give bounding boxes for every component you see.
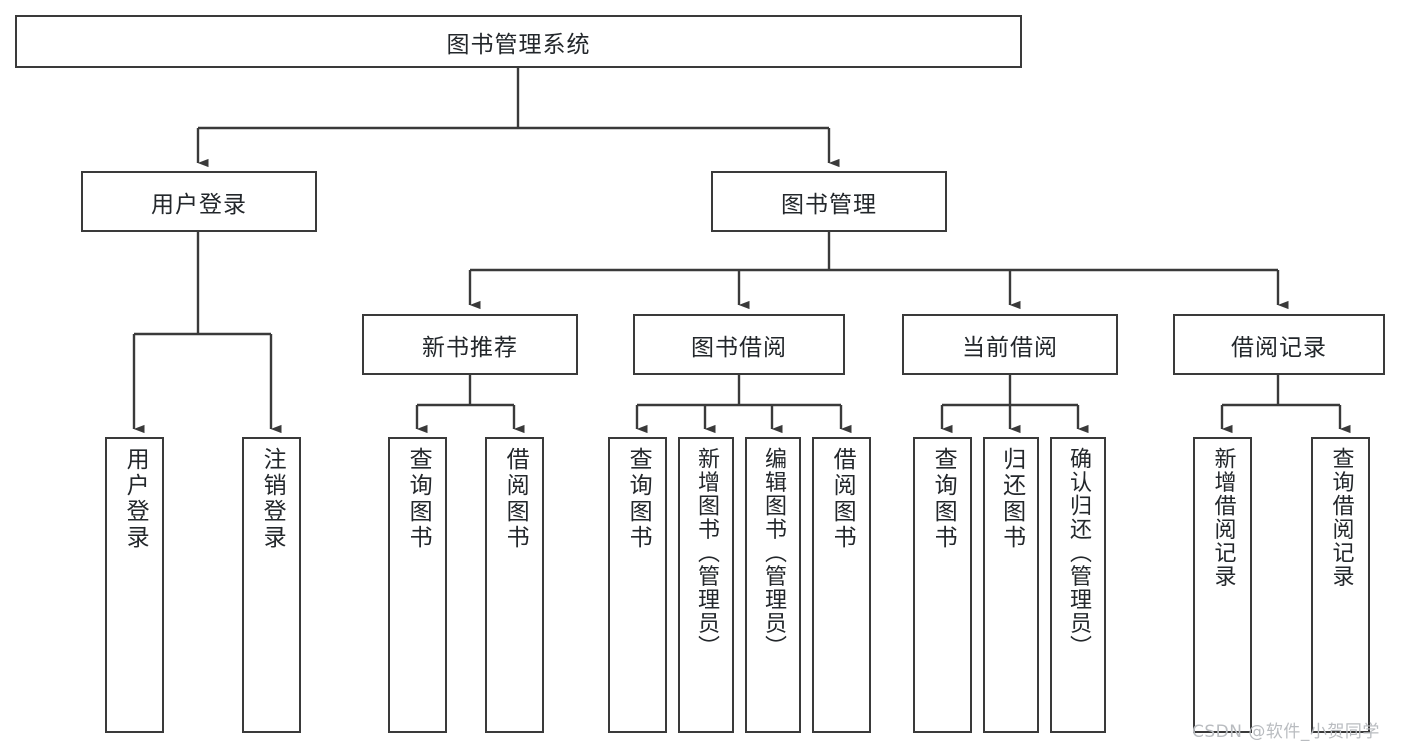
node-label: 借阅记录 <box>1231 334 1327 361</box>
node-new-book-recommend[interactable]: 新书推荐 <box>362 314 578 375</box>
leaf-current-borrow-query-book[interactable]: 查询图书 <box>913 437 972 733</box>
node-book-borrow[interactable]: 图书借阅 <box>633 314 845 375</box>
leaf-label: 借阅图书 <box>829 447 856 551</box>
leaf-user-login-login[interactable]: 用户登录 <box>105 437 164 733</box>
leaf-book-borrow-query-book[interactable]: 查询图书 <box>608 437 667 733</box>
node-borrow-record[interactable]: 借阅记录 <box>1173 314 1385 375</box>
leaf-new-book-borrow-book[interactable]: 借阅图书 <box>485 437 544 733</box>
node-user-login[interactable]: 用户登录 <box>81 171 317 232</box>
leaf-label: 查询借阅记录 <box>1328 447 1354 588</box>
leaf-label: 注销登录 <box>259 447 286 551</box>
node-label: 用户登录 <box>151 191 247 218</box>
leaf-current-borrow-return-book[interactable]: 归还图书 <box>983 437 1039 733</box>
leaf-book-borrow-borrow-book[interactable]: 借阅图书 <box>812 437 871 733</box>
leaf-label: 查询图书 <box>405 447 432 551</box>
leaf-borrow-record-query-record[interactable]: 查询借阅记录 <box>1311 437 1370 733</box>
leaf-label: 借阅图书 <box>502 447 529 551</box>
leaf-new-book-query-book[interactable]: 查询图书 <box>388 437 447 733</box>
leaf-label: 归还图书 <box>998 447 1025 551</box>
node-root-book-management-system[interactable]: 图书管理系统 <box>15 15 1022 68</box>
leaf-current-borrow-confirm-return-admin[interactable]: 确认归还（管理员） <box>1050 437 1106 733</box>
leaf-user-login-logout[interactable]: 注销登录 <box>242 437 301 733</box>
leaf-borrow-record-add-record[interactable]: 新增借阅记录 <box>1193 437 1252 733</box>
node-label: 图书管理系统 <box>446 31 591 58</box>
node-label: 当前借阅 <box>962 334 1058 361</box>
node-label: 新书推荐 <box>422 334 518 361</box>
leaf-label: 查询图书 <box>930 447 957 551</box>
node-label: 图书借阅 <box>691 334 787 361</box>
leaf-label: 用户登录 <box>122 447 149 551</box>
leaf-label: 编辑图书（管理员） <box>760 447 786 659</box>
leaf-label: 新增借阅记录 <box>1210 447 1236 588</box>
leaf-label: 查询图书 <box>625 447 652 551</box>
node-current-borrow[interactable]: 当前借阅 <box>902 314 1118 375</box>
csdn-watermark: CSDN @软件_小贺同学 <box>1192 722 1380 742</box>
leaf-label: 新增图书（管理员） <box>693 447 719 659</box>
node-book-management[interactable]: 图书管理 <box>711 171 947 232</box>
leaf-book-borrow-edit-book-admin[interactable]: 编辑图书（管理员） <box>745 437 801 733</box>
node-label: 图书管理 <box>781 191 877 218</box>
leaf-label: 确认归还（管理员） <box>1065 447 1091 659</box>
leaf-book-borrow-add-book-admin[interactable]: 新增图书（管理员） <box>678 437 734 733</box>
